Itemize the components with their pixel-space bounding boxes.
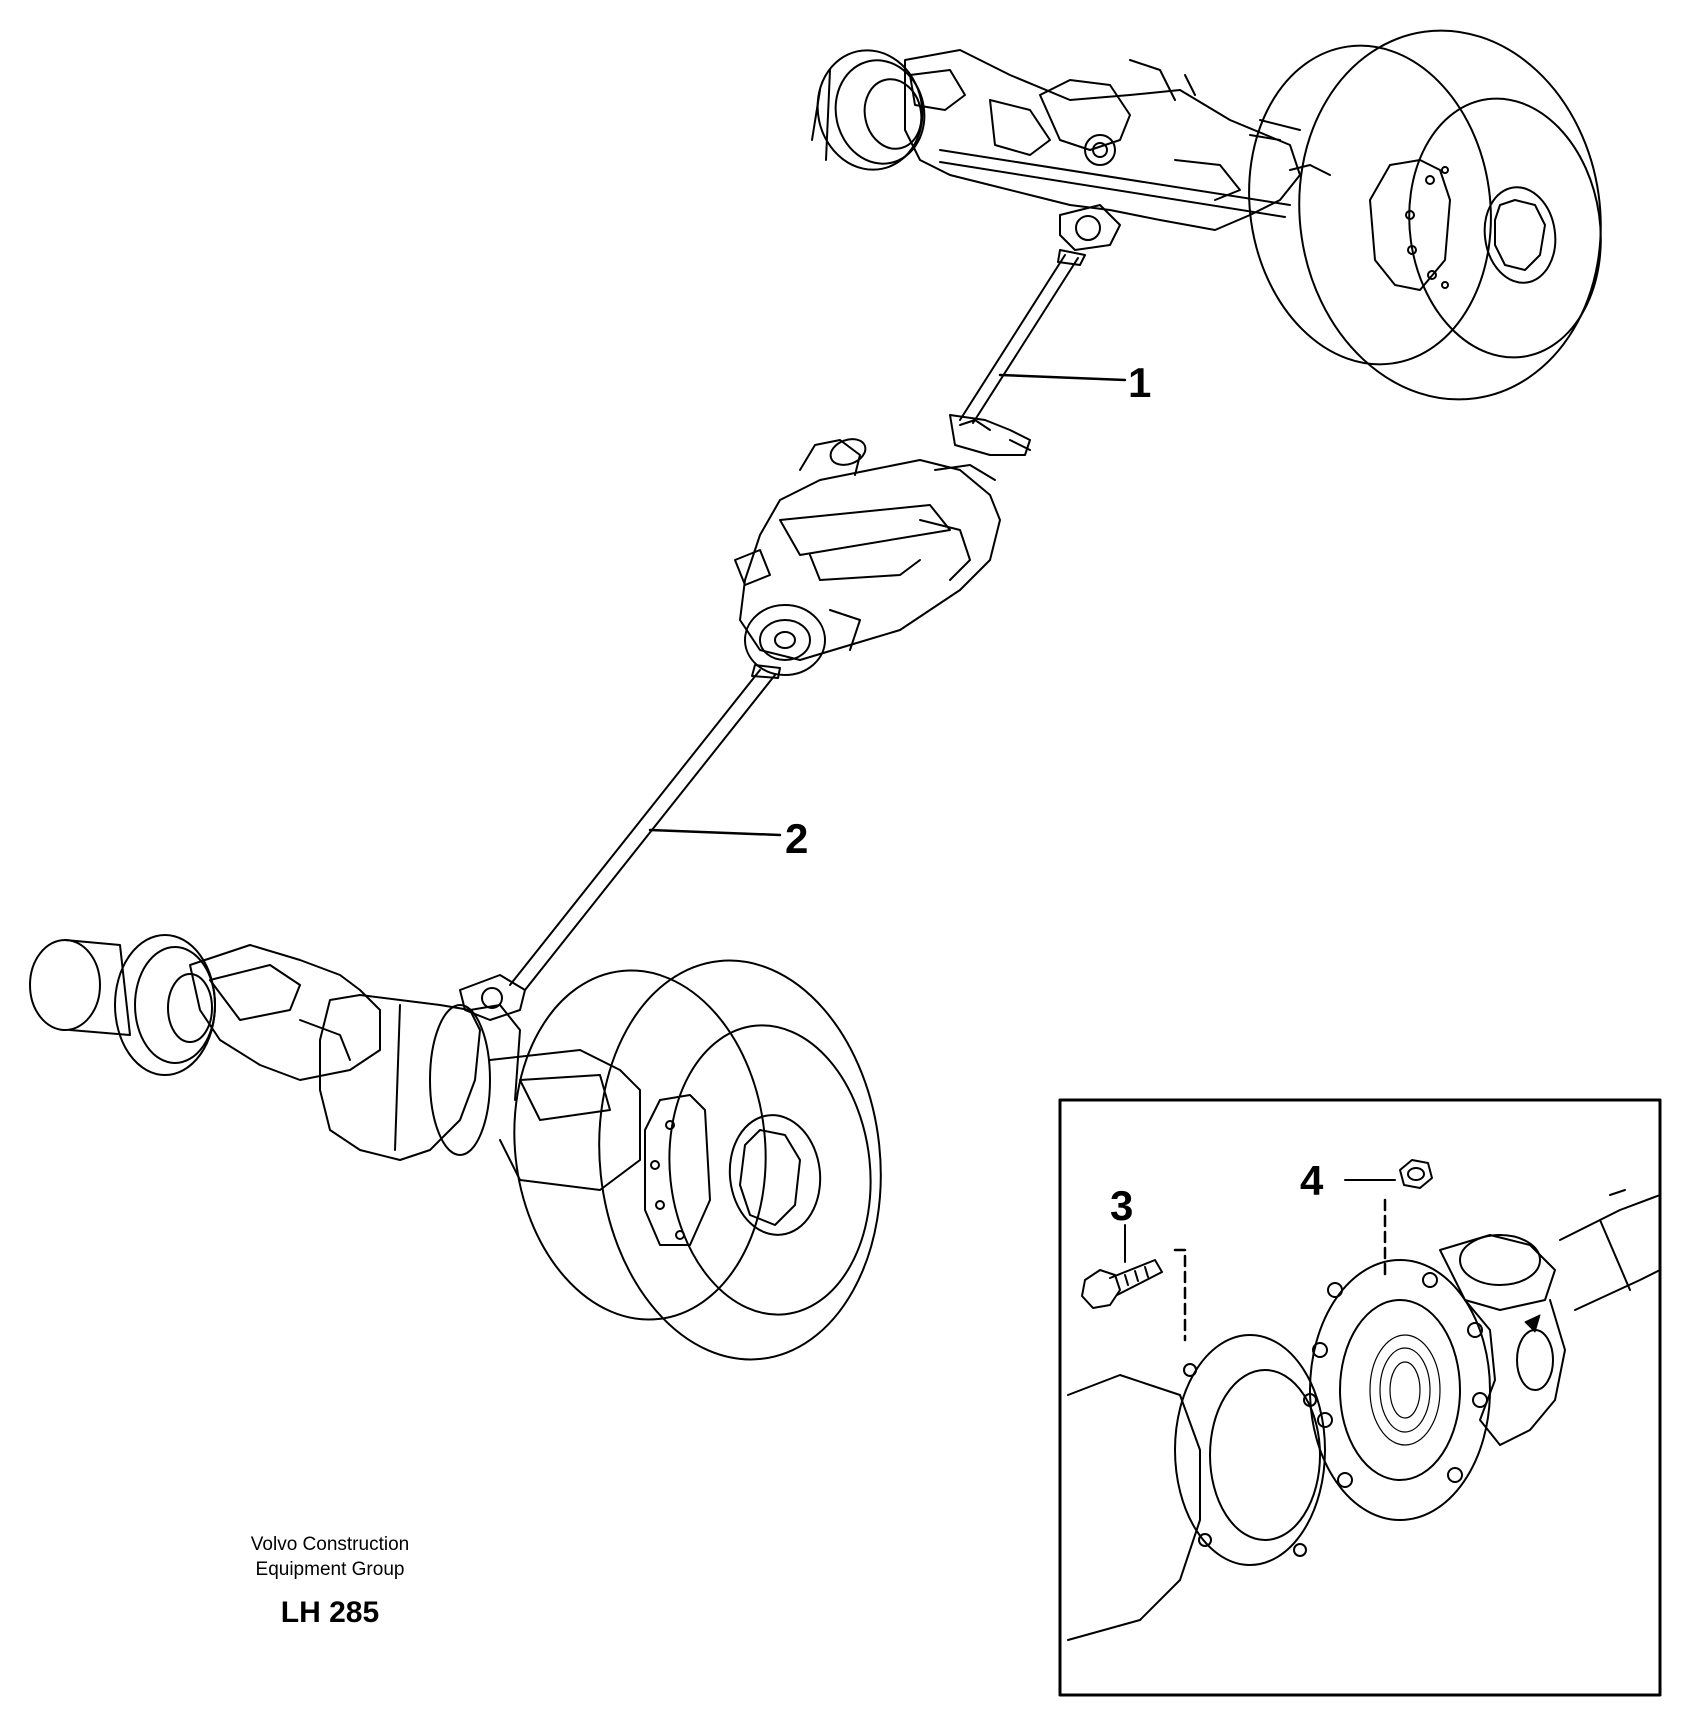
callout-3: 3 [1110, 1182, 1134, 1229]
drawing-number: LH 285 [280, 1596, 380, 1629]
front-left-wheel [811, 49, 926, 171]
rear-right-wheel [513, 959, 882, 1361]
front-axle-housing [904, 49, 1331, 251]
callout-1: 1 [1128, 359, 1152, 406]
callout-4: 4 [1300, 1157, 1324, 1204]
propeller-shaft-2 [509, 664, 782, 991]
company-name-line2: Equipment Group [255, 1559, 405, 1580]
rear-axle-assembly-icon [29, 934, 641, 1191]
front-right-wheel [1248, 29, 1602, 401]
transmission-dropbox-icon [734, 414, 1031, 676]
bolt-icon [1081, 1259, 1163, 1309]
callout-2: 2 [785, 815, 809, 862]
propeller-shaft-1 [959, 249, 1127, 424]
front-axle-assembly-icon [811, 29, 1602, 401]
rear-left-hub [29, 934, 216, 1076]
company-name-line1: Volvo Construction [250, 1534, 410, 1555]
inset-detail [1058, 1098, 1662, 1697]
nut-icon [1399, 1159, 1433, 1189]
